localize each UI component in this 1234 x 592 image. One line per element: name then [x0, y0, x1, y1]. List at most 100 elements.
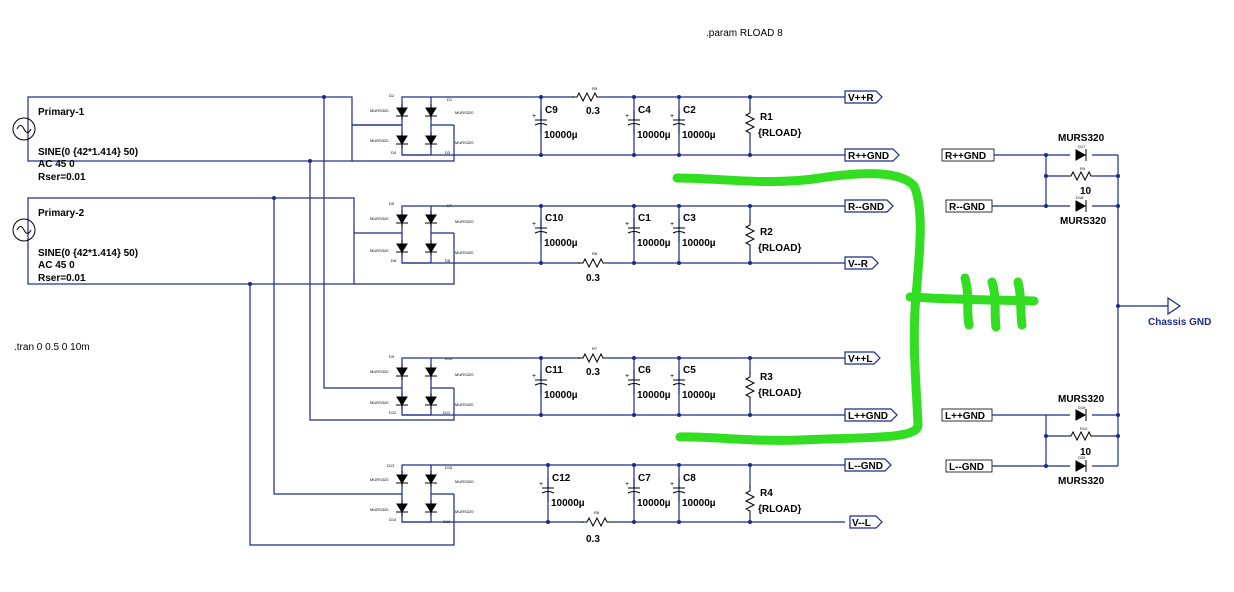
svg-text:10000µ: 10000µ	[544, 238, 578, 249]
svg-text:{RLOAD}: {RLOAD}	[758, 128, 801, 139]
gnd-net-lppgnd: L++GND	[945, 411, 985, 422]
svg-text:MURS320: MURS320	[455, 509, 474, 514]
source-name: Primary-1	[38, 107, 85, 118]
cap-c12: C12	[552, 473, 571, 484]
ground-network-bottom: L++GND L--GND MURS320 D19 R10 10 D20 MUR…	[941, 394, 1120, 487]
net-lmmgnd: L--GND	[848, 461, 883, 472]
param-directive: .param RLOAD 8	[706, 28, 783, 39]
svg-text:D13: D13	[387, 463, 395, 468]
bridge-3: D9 D10 MURS320 MURS320 MURS320 MURS320 D…	[370, 354, 474, 416]
source-ac: AC 45 0	[38, 159, 75, 170]
svg-text:MURS320: MURS320	[455, 372, 474, 377]
cap-c10: C10	[545, 213, 564, 224]
svg-text:MURS320: MURS320	[370, 400, 389, 405]
svg-text:10000µ: 10000µ	[637, 498, 671, 509]
chassis-gnd-label: Chassis GND	[1148, 317, 1211, 328]
svg-text:R10: R10	[1080, 426, 1088, 431]
section-right-negative: R6 0.3 C10 10000µ C1 10000µ C3 10000µ R2…	[402, 204, 845, 284]
svg-text:MURS320: MURS320	[370, 507, 389, 512]
cap-c9: C9	[545, 105, 558, 116]
cap-c3: C3	[683, 213, 696, 224]
svg-text:R8: R8	[594, 510, 600, 515]
source-rser: Rser=0.01	[38, 172, 86, 183]
green-annotation	[672, 169, 1039, 445]
svg-text:D18: D18	[1076, 195, 1084, 200]
source-value: SINE(0 {42*1.414} 50)	[38, 147, 138, 158]
svg-text:10000µ: 10000µ	[682, 238, 716, 249]
net-rppgnd: R++GND	[848, 151, 889, 162]
svg-text:10000µ: 10000µ	[637, 238, 671, 249]
svg-text:MURS320: MURS320	[1058, 394, 1105, 405]
svg-text:D2: D2	[389, 93, 395, 98]
gnd-net-rppgnd: R++GND	[945, 151, 986, 162]
svg-text:10000µ: 10000µ	[544, 390, 578, 401]
svg-text:R9: R9	[1080, 166, 1086, 171]
section-right-positive: R5 0.3 C9 10000µ C4 10000µ C2 10000µ R1 …	[402, 86, 845, 157]
section-left-positive: R7 0.3 C11 10000µ C6 10000µ C5 10000µ R3…	[402, 346, 845, 417]
svg-text:MURS320: MURS320	[370, 216, 389, 221]
svg-text:D5: D5	[389, 201, 395, 206]
res-r1: R1	[760, 112, 773, 123]
svg-text:MURS320: MURS320	[455, 110, 474, 115]
svg-text:10000µ: 10000µ	[682, 498, 716, 509]
svg-text:R6: R6	[592, 251, 598, 256]
net-vppl: V++L	[848, 354, 872, 365]
cap-c6: C6	[638, 365, 651, 376]
svg-text:D3: D3	[445, 150, 451, 155]
gnd-net-rmmgnd: R--GND	[949, 202, 985, 213]
svg-text:D4: D4	[391, 150, 397, 155]
svg-text:MURS320: MURS320	[370, 369, 389, 374]
svg-text:MURS320: MURS320	[1058, 133, 1105, 144]
source-primary-1: Primary-1 SINE(0 {42*1.414} 50) AC 45 0 …	[12, 96, 353, 183]
svg-text:MURS320: MURS320	[370, 248, 389, 253]
svg-text:10: 10	[1080, 447, 1092, 458]
svg-text:D20: D20	[1078, 455, 1086, 460]
svg-text:MURS320: MURS320	[455, 140, 474, 145]
svg-text:MURS320: MURS320	[370, 477, 389, 482]
cap-c11: C11	[545, 365, 563, 376]
bridge-1: D2 D1 MURS320 MURS320 MURS320 MURS320 D4…	[352, 93, 474, 156]
net-vmml: V--L	[852, 518, 871, 529]
net-vmmr: V--R	[848, 259, 869, 270]
svg-text:R5: R5	[592, 86, 598, 91]
svg-text:D6: D6	[391, 258, 397, 263]
svg-text:10000µ: 10000µ	[544, 130, 578, 141]
source-name: Primary-2	[38, 208, 85, 219]
svg-text:D15: D15	[445, 465, 453, 470]
svg-text:0.3: 0.3	[586, 534, 600, 545]
tran-directive: .tran 0 0.5 0 10m	[14, 342, 90, 353]
cap-c2: C2	[683, 105, 696, 116]
cap-c4: C4	[638, 105, 651, 116]
svg-text:D19: D19	[1078, 405, 1086, 410]
svg-text:{RLOAD}: {RLOAD}	[758, 388, 801, 399]
cap-c8: C8	[683, 473, 696, 484]
svg-text:D12: D12	[389, 410, 397, 415]
svg-text:0.3: 0.3	[586, 106, 600, 117]
svg-text:MURS320: MURS320	[455, 250, 474, 255]
svg-text:0.3: 0.3	[586, 367, 600, 378]
svg-text:MURS320: MURS320	[455, 479, 474, 484]
svg-text:MURS320: MURS320	[370, 138, 389, 143]
source-rser: Rser=0.01	[38, 273, 86, 284]
res-r4: R4	[760, 488, 773, 499]
cap-c5: C5	[683, 365, 696, 376]
cap-c7: C7	[638, 473, 651, 484]
svg-text:MURS320: MURS320	[370, 108, 389, 113]
svg-text:MURS320: MURS320	[455, 219, 474, 224]
chassis-ground: Chassis GND	[1116, 206, 1211, 415]
source-value: SINE(0 {42*1.414} 50)	[38, 248, 138, 259]
section-left-negative: R8 0.3 C12 10000µ C7 10000µ C8 10000µ R4…	[402, 463, 845, 545]
svg-text:10000µ: 10000µ	[637, 130, 671, 141]
output-net-labels: V++R R++GND R--GND V--R V++L L++GND L--G…	[844, 90, 900, 529]
svg-text:10000µ: 10000µ	[682, 390, 716, 401]
svg-text:0.3: 0.3	[586, 273, 600, 284]
svg-text:D1: D1	[447, 97, 453, 102]
bridge-2: D5 D7 MURS320 MURS320 MURS320 MURS320 D6…	[370, 201, 474, 264]
svg-text:10: 10	[1080, 186, 1092, 197]
gnd-net-lmmgnd: L--GND	[949, 462, 984, 473]
svg-text:{RLOAD}: {RLOAD}	[758, 504, 801, 515]
net-rmmgnd: R--GND	[848, 202, 884, 213]
svg-text:{RLOAD}: {RLOAD}	[758, 243, 801, 254]
svg-text:MURS320: MURS320	[1060, 216, 1107, 227]
